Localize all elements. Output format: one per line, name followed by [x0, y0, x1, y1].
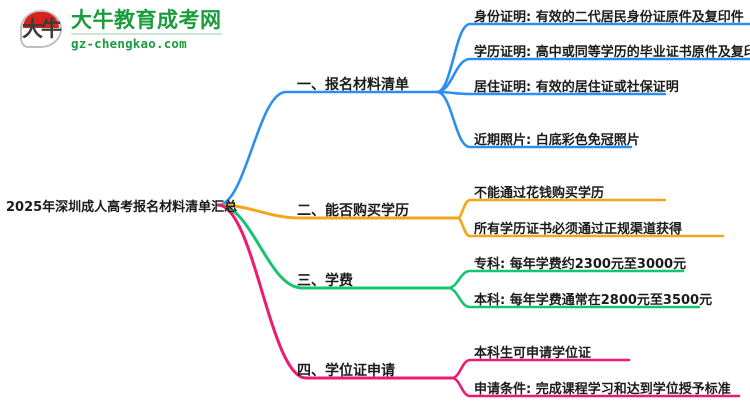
leaf-label-1-2[interactable]: 学历证明: 高中或同等学历的毕业证书原件及复印件: [474, 45, 750, 60]
trunk-curve-branch-1: [216, 90, 439, 207]
leaf-label-4-1[interactable]: 本科生可申请学位证: [474, 346, 592, 361]
site-logo: 大牛 大牛教育成考网 gz-chengkao.com: [18, 4, 222, 56]
leaf-label-4-2[interactable]: 申请条件: 完成课程学习和达到学位授予标准: [474, 382, 731, 397]
logo-title: 大牛教育成考网: [71, 8, 222, 32]
logo-mark-glyph: 大牛: [22, 17, 62, 41]
logo-bubble-icon: 大牛: [18, 7, 66, 53]
leaf-label-3-2[interactable]: 本科: 每年学费通常在2800元至3500元: [474, 293, 713, 308]
logo-text-block: 大牛教育成考网 gz-chengkao.com: [71, 8, 222, 52]
logo-domain: gz-chengkao.com: [71, 33, 222, 52]
branch-label-2[interactable]: 二、能否购买学历: [297, 203, 409, 219]
leaf-connector-1-1: [435, 22, 750, 94]
leaf-connector-4-1: [450, 358, 631, 380]
leaf-connector-2-2: [456, 216, 725, 238]
branch-label-4[interactable]: 四、学位证申请: [297, 363, 395, 379]
leaf-connector-3-2: [446, 286, 701, 309]
mindmap-root-label[interactable]: 2025年深圳成人高考报名材料清单汇总: [6, 200, 238, 215]
leaf-connector-4-2: [450, 376, 741, 398]
leaf-label-1-3[interactable]: 居住证明: 有效的居住证或社保证明: [474, 80, 679, 95]
branch-label-1[interactable]: 一、报名材料清单: [297, 77, 409, 93]
logo-red-cap-shape: [23, 12, 59, 28]
trunk-curve-branch-4: [216, 203, 454, 380]
branch-label-3[interactable]: 三、学费: [297, 273, 353, 289]
leaf-label-2-2[interactable]: 所有学历证书必须通过正规渠道获得: [474, 222, 683, 237]
leaf-label-1-4[interactable]: 近期照片: 白底彩色免冠照片: [474, 133, 640, 148]
leaf-label-2-1[interactable]: 不能通过花钱购买学历: [474, 186, 605, 201]
leaf-label-3-1[interactable]: 专科: 每年学费约2300元至3000元: [474, 257, 687, 272]
leaf-label-1-1[interactable]: 身份证明: 有效的二代居民身份证原件及复印件: [474, 10, 744, 25]
trunk-curve-branch-2: [216, 203, 460, 220]
trunk-curve-branch-3: [216, 203, 450, 290]
leaf-connector-2-1: [456, 198, 667, 220]
leaf-connector-3-1: [446, 269, 685, 290]
leaf-connector-1-4: [435, 90, 633, 149]
